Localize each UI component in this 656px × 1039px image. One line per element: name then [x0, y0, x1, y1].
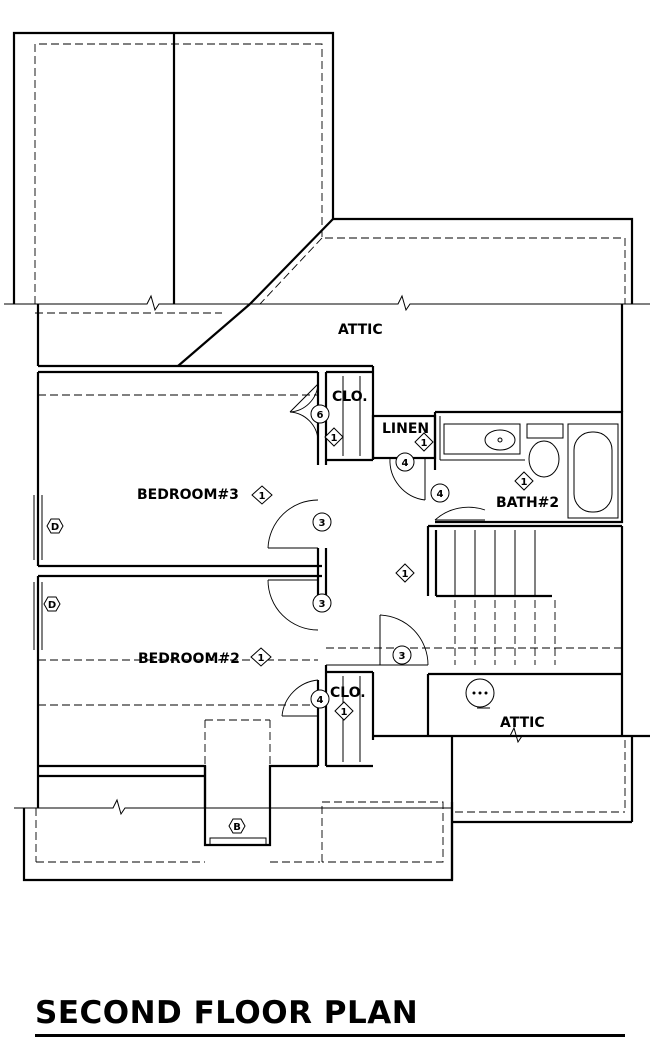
- svg-text:D: D: [48, 600, 56, 611]
- window-tag-d-bottom: D: [43, 596, 61, 612]
- linen-label: LINEN: [382, 421, 429, 437]
- door-tag-bed2: 3: [312, 593, 332, 613]
- svg-text:1: 1: [402, 569, 409, 580]
- plan-title: SECOND FLOOR PLAN: [35, 995, 419, 1031]
- finish-tag-clo-top: 1: [324, 427, 344, 447]
- bedroom3-label: BEDROOM#3: [137, 487, 239, 503]
- door-tag-stair: 3: [392, 645, 412, 665]
- svg-text:1: 1: [258, 653, 265, 664]
- left-windows: [33, 495, 267, 846]
- svg-text:6: 6: [317, 410, 324, 421]
- finish-tag-bedroom3: 1: [251, 485, 273, 505]
- closet-top-label: CLO.: [332, 389, 368, 405]
- finish-tag-bedroom2: 1: [250, 647, 272, 667]
- door-tag-bath: 4: [430, 483, 450, 503]
- svg-text:3: 3: [319, 518, 326, 529]
- closet-bottom-label: CLO.: [330, 685, 366, 701]
- closet-bottom: [281, 670, 375, 768]
- svg-text:1: 1: [331, 433, 338, 444]
- window-tag-b: B: [228, 818, 246, 834]
- door-tag-clo-bottom: 4: [310, 689, 330, 709]
- finish-tag-hall: 1: [395, 563, 415, 583]
- bedroom2-label: BEDROOM#2: [138, 651, 240, 667]
- title-underline: [35, 1034, 625, 1037]
- lower-roof: [14, 394, 650, 882]
- finish-tag-linen: 1: [414, 432, 434, 452]
- svg-text:4: 4: [402, 458, 409, 469]
- svg-text:3: 3: [399, 651, 406, 662]
- outer-walls: [36, 370, 328, 847]
- svg-text:D: D: [51, 522, 59, 533]
- attic-top-label: ATTIC: [338, 322, 383, 338]
- attic-upper: [35, 303, 624, 412]
- break-line-top: [4, 294, 650, 312]
- stair: [326, 524, 624, 676]
- bath: [433, 410, 624, 524]
- attic-lower: [373, 674, 650, 880]
- bath2-label: BATH#2: [496, 495, 559, 511]
- door-tag-clo-top: 6: [310, 404, 330, 424]
- finish-tag-clo-bottom: 1: [334, 701, 354, 721]
- door-tag-linen: 4: [395, 452, 415, 472]
- svg-text:1: 1: [341, 707, 348, 718]
- upper-roof: [12, 31, 634, 305]
- finish-tag-bath2: 1: [514, 471, 534, 491]
- svg-text:1: 1: [521, 477, 528, 488]
- svg-text:1: 1: [421, 438, 428, 449]
- bedroom-doors: [267, 499, 429, 666]
- window-tag-d-top: D: [46, 518, 64, 534]
- svg-text:1: 1: [259, 491, 266, 502]
- svg-text:4: 4: [317, 695, 324, 706]
- attic-bottom-label: ATTIC: [500, 715, 545, 731]
- svg-text:3: 3: [319, 599, 326, 610]
- closet-top: [289, 370, 375, 462]
- door-tag-bed3: 3: [312, 512, 332, 532]
- svg-text:4: 4: [437, 489, 444, 500]
- svg-text:B: B: [233, 822, 241, 833]
